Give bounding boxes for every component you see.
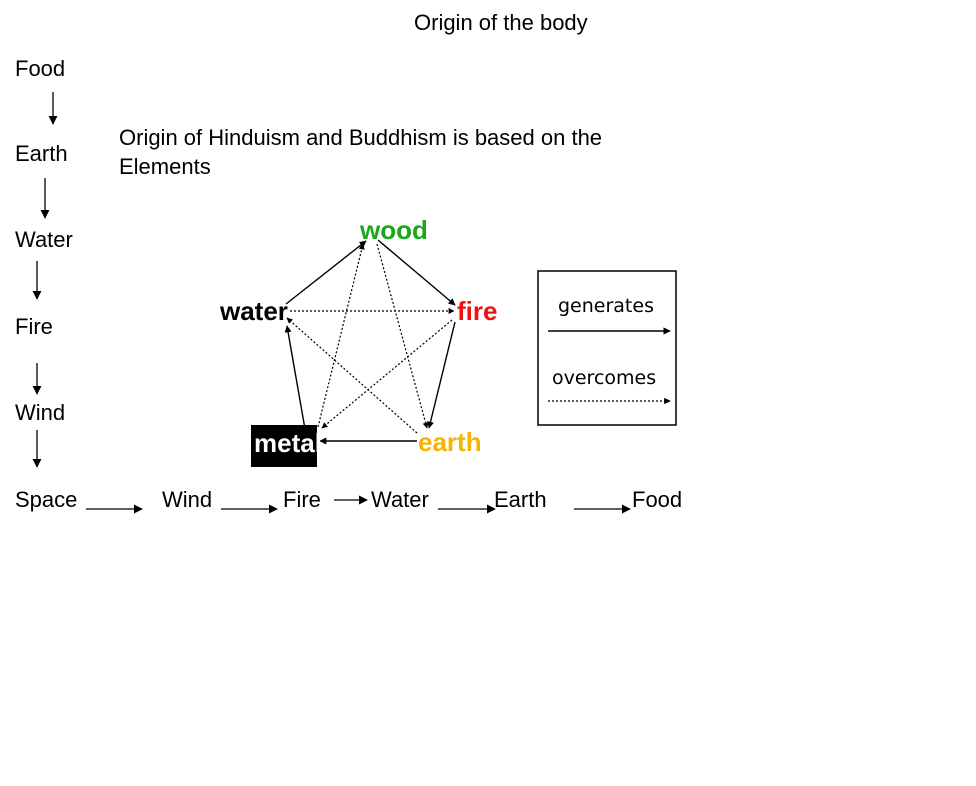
horizontal-label-space: Space bbox=[15, 487, 78, 512]
page-title: Origin of the body bbox=[414, 10, 588, 35]
horizontal-arrows bbox=[86, 495, 631, 514]
vertical-arrows bbox=[32, 92, 58, 468]
generating-cycle bbox=[284, 239, 456, 445]
element-earth-label: earth bbox=[418, 427, 482, 457]
element-water-label: water bbox=[219, 296, 288, 326]
metal-label-background bbox=[251, 425, 317, 467]
subtitle-caption: Origin of Hinduism and Buddhism is based… bbox=[119, 125, 603, 179]
element-metal-label: metal bbox=[254, 428, 322, 458]
element-wood-label: wood bbox=[359, 215, 428, 245]
vertical-label-wind: Wind bbox=[15, 400, 66, 425]
arrow-earth-overcomes-water bbox=[286, 317, 418, 434]
arrow-fire-overcomes-metal bbox=[321, 319, 453, 429]
vertical-label-food: Food bbox=[15, 56, 66, 81]
arrow-water-generates-wood bbox=[285, 240, 367, 305]
horizontal-label-earth: Earth bbox=[494, 487, 547, 512]
legend: generates overcomes bbox=[537, 270, 677, 426]
arrow-metal-overcomes-wood bbox=[317, 243, 365, 428]
horizontal-label-water: Water bbox=[371, 487, 429, 512]
vertical-label-water: Water bbox=[15, 227, 73, 252]
overcoming-cycle bbox=[286, 243, 455, 434]
horizontal-label-food: Food bbox=[632, 487, 683, 512]
vertical-label-fire: Fire bbox=[15, 314, 53, 339]
arrow-wood-generates-fire bbox=[377, 239, 456, 306]
element-fire-label: fire bbox=[457, 296, 497, 326]
arrow-metal-generates-water bbox=[284, 325, 306, 430]
legend-generates-label: generates bbox=[558, 295, 654, 317]
arrow-wood-overcomes-earth bbox=[376, 243, 429, 429]
vertical-label-earth: Earth bbox=[15, 141, 68, 166]
horizontal-label-fire: Fire bbox=[283, 487, 321, 512]
legend-overcomes-label: overcomes bbox=[552, 367, 656, 389]
legend-box bbox=[537, 270, 677, 426]
horizontal-label-wind: Wind bbox=[162, 487, 213, 512]
arrow-fire-generates-earth bbox=[427, 321, 456, 429]
